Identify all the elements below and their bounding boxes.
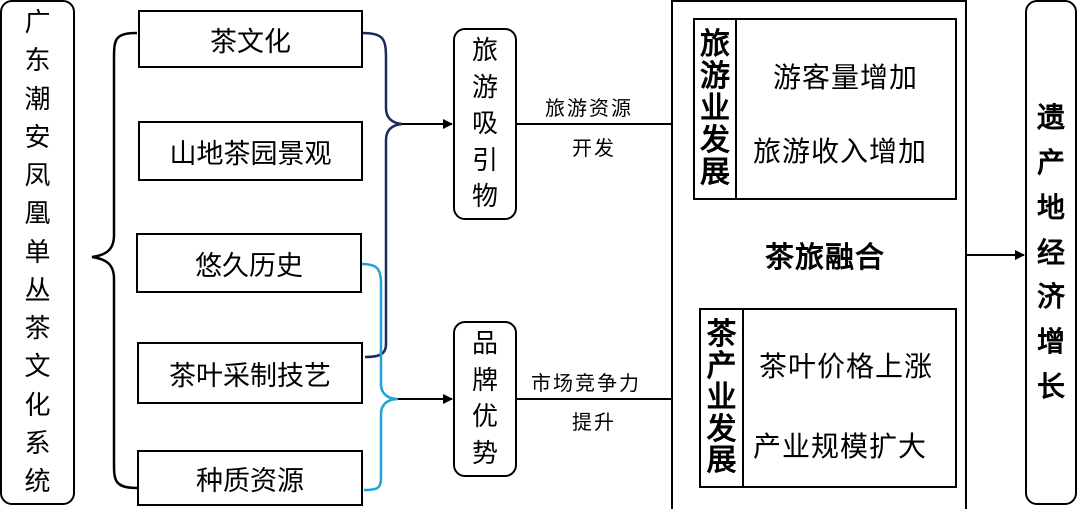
edge-label-top-2: 开发	[572, 136, 616, 160]
element-box-germplasm: 种质资源	[137, 450, 363, 506]
attraction-label: 旅游吸引物	[471, 36, 498, 212]
edge-label-bottom-1: 市场竞争力	[531, 371, 641, 395]
outcome-label: 遗产地经济增长	[1036, 101, 1065, 403]
element-label: 悠久历史	[195, 250, 303, 282]
system-box: 广东潮安凤凰单丛茶文化系统	[0, 0, 75, 505]
element-box-tea-culture: 茶文化	[138, 10, 363, 68]
tourism-item-1: 游客量增加	[773, 61, 919, 94]
tourism-item-2: 旅游收入增加	[753, 135, 928, 168]
fusion-label: 茶旅融合	[765, 240, 886, 274]
tea-industry-item-2: 产业规模扩大	[753, 430, 928, 463]
tea-industry-title: 茶产业发展	[701, 310, 744, 486]
element-label: 山地茶园景观	[169, 138, 332, 170]
attraction-box: 旅游吸引物	[453, 28, 517, 220]
brand-box: 品牌优势	[453, 321, 517, 477]
edge-label-bottom-2: 提升	[572, 410, 616, 434]
left-brace	[91, 31, 138, 490]
system-label: 广东潮安凤凰单丛茶文化系统	[24, 8, 51, 497]
outcome-box: 遗产地经济增长	[1025, 0, 1077, 505]
element-box-mountain-garden: 山地茶园景观	[138, 121, 363, 181]
edge-label-top-1: 旅游资源	[545, 96, 633, 120]
tourism-group	[693, 18, 957, 200]
element-label: 茶文化	[210, 26, 291, 58]
tea-industry-item-1: 茶叶价格上涨	[759, 350, 934, 383]
cyan-brace	[361, 262, 399, 492]
element-label: 种质资源	[196, 465, 304, 497]
element-box-long-history: 悠久历史	[136, 233, 362, 293]
element-box-tea-technique: 茶叶采制技艺	[137, 342, 363, 404]
tourism-title: 旅游业发展	[695, 20, 737, 198]
element-label: 茶叶采制技艺	[169, 360, 331, 392]
brand-label: 品牌优势	[471, 329, 498, 469]
